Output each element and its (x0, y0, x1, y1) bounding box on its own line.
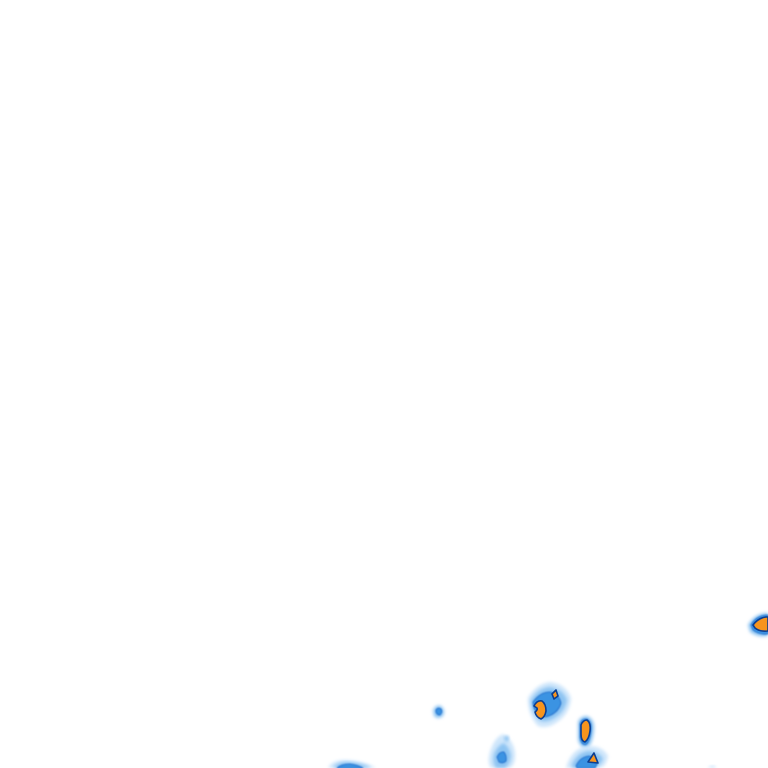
precip-cell-central (528, 682, 571, 728)
precip-cell-east-elongated (578, 716, 595, 749)
precip-speck-southeast (708, 765, 716, 768)
precip-cell-southwest-edge (328, 760, 376, 768)
precip-scatter-south (488, 734, 516, 768)
precip-cell-east-edge (748, 613, 768, 637)
precip-cell-south-edge (566, 746, 608, 768)
precip-cell-small-west (433, 705, 445, 718)
